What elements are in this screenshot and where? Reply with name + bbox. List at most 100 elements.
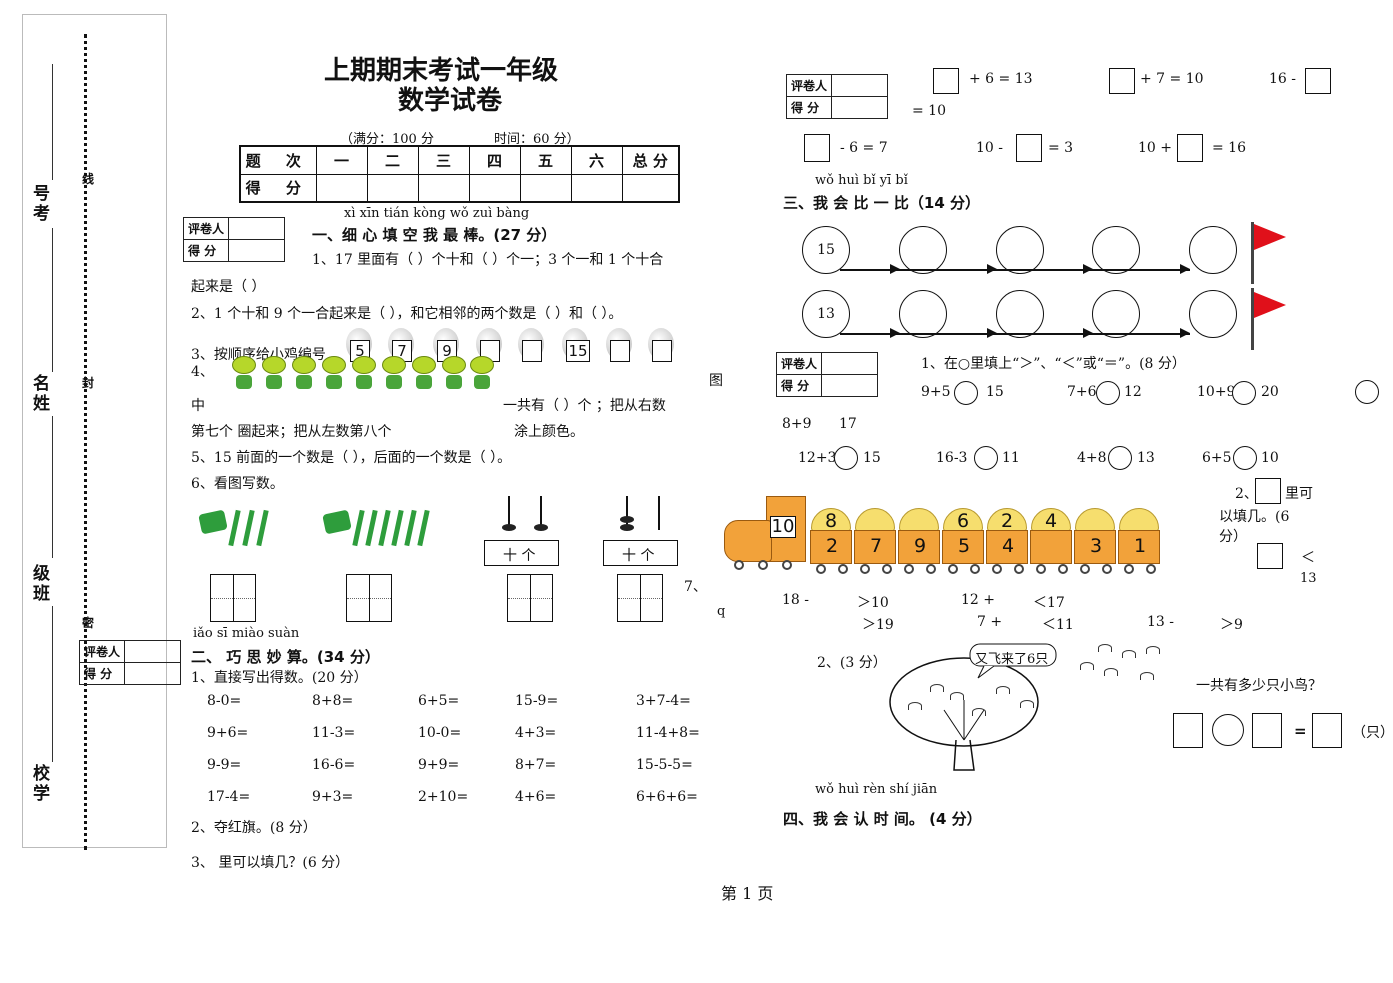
cmp-circle[interactable] — [834, 446, 858, 470]
answer-box[interactable] — [1252, 713, 1282, 748]
child-figure-icon — [232, 356, 256, 390]
score-row-label: 得 分 — [239, 173, 317, 203]
cmp-circle[interactable] — [1232, 381, 1256, 405]
wheel-icon — [1080, 564, 1090, 574]
operator-circle[interactable] — [1212, 714, 1244, 746]
cmp-circle[interactable] — [1096, 381, 1120, 405]
wheel-icon — [816, 564, 826, 574]
score-blank[interactable] — [821, 374, 879, 397]
wheel-icon — [926, 564, 936, 574]
wheel-icon — [948, 564, 958, 574]
cmp-right: 20 — [1261, 384, 1279, 400]
fill-box[interactable] — [1109, 68, 1135, 94]
train-car: 9 — [898, 530, 940, 564]
car-bottom-number: 5 — [957, 535, 971, 557]
section2-q1: 1、直接写出得数。(20 分） — [191, 670, 368, 686]
bird-icon — [950, 692, 964, 700]
egg-number-box[interactable] — [522, 340, 542, 362]
calc-item: 9+6= — [207, 725, 249, 741]
bird-icon — [1140, 672, 1154, 680]
calc-item: 15-5-5= — [636, 757, 693, 773]
q4-circle: 第七个 圈起来；把从左数第八个 — [191, 424, 392, 440]
answer-box[interactable] — [346, 574, 392, 622]
score-cell[interactable] — [621, 173, 680, 203]
fill-box[interactable] — [1016, 134, 1042, 162]
grader-blank[interactable] — [831, 74, 889, 97]
score-cell[interactable] — [468, 173, 521, 203]
abacus-bead — [620, 516, 634, 523]
fill-expr: + 6 = 13 — [969, 71, 1033, 87]
fill-box[interactable] — [1257, 543, 1283, 569]
cmp-circle[interactable] — [1233, 446, 1257, 470]
bird-icon — [996, 686, 1010, 694]
score-col: 一 — [315, 145, 368, 175]
egg-number-box[interactable] — [652, 340, 672, 362]
score-label: 得 分 — [182, 239, 230, 262]
tree-illustration — [889, 643, 1057, 771]
bird-icon — [1146, 646, 1160, 654]
exam-subtitle: 数学试卷 — [398, 86, 503, 116]
answer-box[interactable] — [507, 574, 553, 622]
grader-box-1: 评卷人 得 分 — [182, 217, 286, 262]
cmp-circle[interactable] — [974, 446, 998, 470]
score-cell[interactable] — [519, 173, 572, 203]
grader-blank[interactable] — [228, 217, 286, 240]
fill-box[interactable] — [804, 134, 830, 162]
score-cell[interactable] — [366, 173, 419, 203]
grader-blank[interactable] — [821, 352, 879, 375]
score-blank[interactable] — [831, 96, 889, 119]
fill-box[interactable] — [1177, 134, 1203, 162]
stick — [404, 509, 417, 547]
cmp-right: 15 — [986, 384, 1004, 400]
score-blank[interactable] — [124, 662, 182, 685]
child-figure-icon — [352, 356, 376, 390]
grader-blank[interactable] — [124, 640, 182, 663]
cmp-right: 17 — [839, 416, 857, 432]
cmp-circle[interactable] — [954, 381, 978, 405]
answer-box[interactable] — [1312, 713, 1342, 748]
cut-line — [84, 34, 87, 850]
fill-box[interactable] — [1305, 68, 1331, 94]
cmp-left: 9+5 — [921, 384, 951, 400]
grader-label: 评卷人 — [78, 640, 126, 663]
egg-number-box[interactable]: 15 — [566, 340, 590, 362]
answer-box[interactable] — [1173, 713, 1203, 748]
ineq: ＜11 — [1042, 617, 1074, 633]
flag-circle[interactable] — [1189, 226, 1237, 274]
exam-number-label: 号考 — [33, 184, 50, 224]
section4-heading: 四、我 会 认 时 间。 (4 分） — [783, 810, 982, 828]
cmp-circle[interactable] — [1355, 380, 1379, 404]
fill-box[interactable] — [1255, 478, 1281, 504]
name-label: 名姓 — [33, 374, 50, 414]
car-bottom-number: 3 — [1089, 535, 1103, 557]
car-load — [899, 508, 939, 532]
flag-circle[interactable] — [996, 226, 1044, 274]
flag-circle[interactable] — [1092, 226, 1140, 274]
stick-bundle — [322, 509, 352, 535]
section1-heading: 一、细 心 填 空 我 最 棒。(27 分） — [312, 226, 557, 244]
answer-box[interactable] — [617, 574, 663, 622]
score-cell[interactable] — [315, 173, 368, 203]
score-cell[interactable] — [570, 173, 623, 203]
fill-box[interactable] — [933, 68, 959, 94]
flag-circle[interactable] — [1092, 290, 1140, 338]
car-bottom-number: 4 — [1001, 535, 1015, 557]
answer-box[interactable] — [210, 574, 256, 622]
calc-item: 3+7-4= — [636, 693, 691, 709]
flag-circle[interactable] — [899, 290, 947, 338]
bird-question: 一共有多少只小鸟？ — [1196, 678, 1322, 694]
score-blank[interactable] — [228, 239, 286, 262]
abacus-bead — [502, 524, 516, 531]
flag-arrow — [840, 333, 1190, 335]
bird-icon — [1080, 662, 1094, 670]
fill-expr: = 16 — [1212, 140, 1246, 156]
cmp-circle[interactable] — [1108, 446, 1132, 470]
grader-label: 评卷人 — [785, 74, 833, 97]
egg-number-box[interactable] — [610, 340, 630, 362]
score-col: 三 — [417, 145, 470, 175]
s3-q2-label: 2、 — [1235, 486, 1258, 502]
flag-circle[interactable] — [1189, 290, 1237, 338]
score-cell[interactable] — [417, 173, 470, 203]
flag-circle[interactable] — [996, 290, 1044, 338]
flag-circle[interactable] — [899, 226, 947, 274]
